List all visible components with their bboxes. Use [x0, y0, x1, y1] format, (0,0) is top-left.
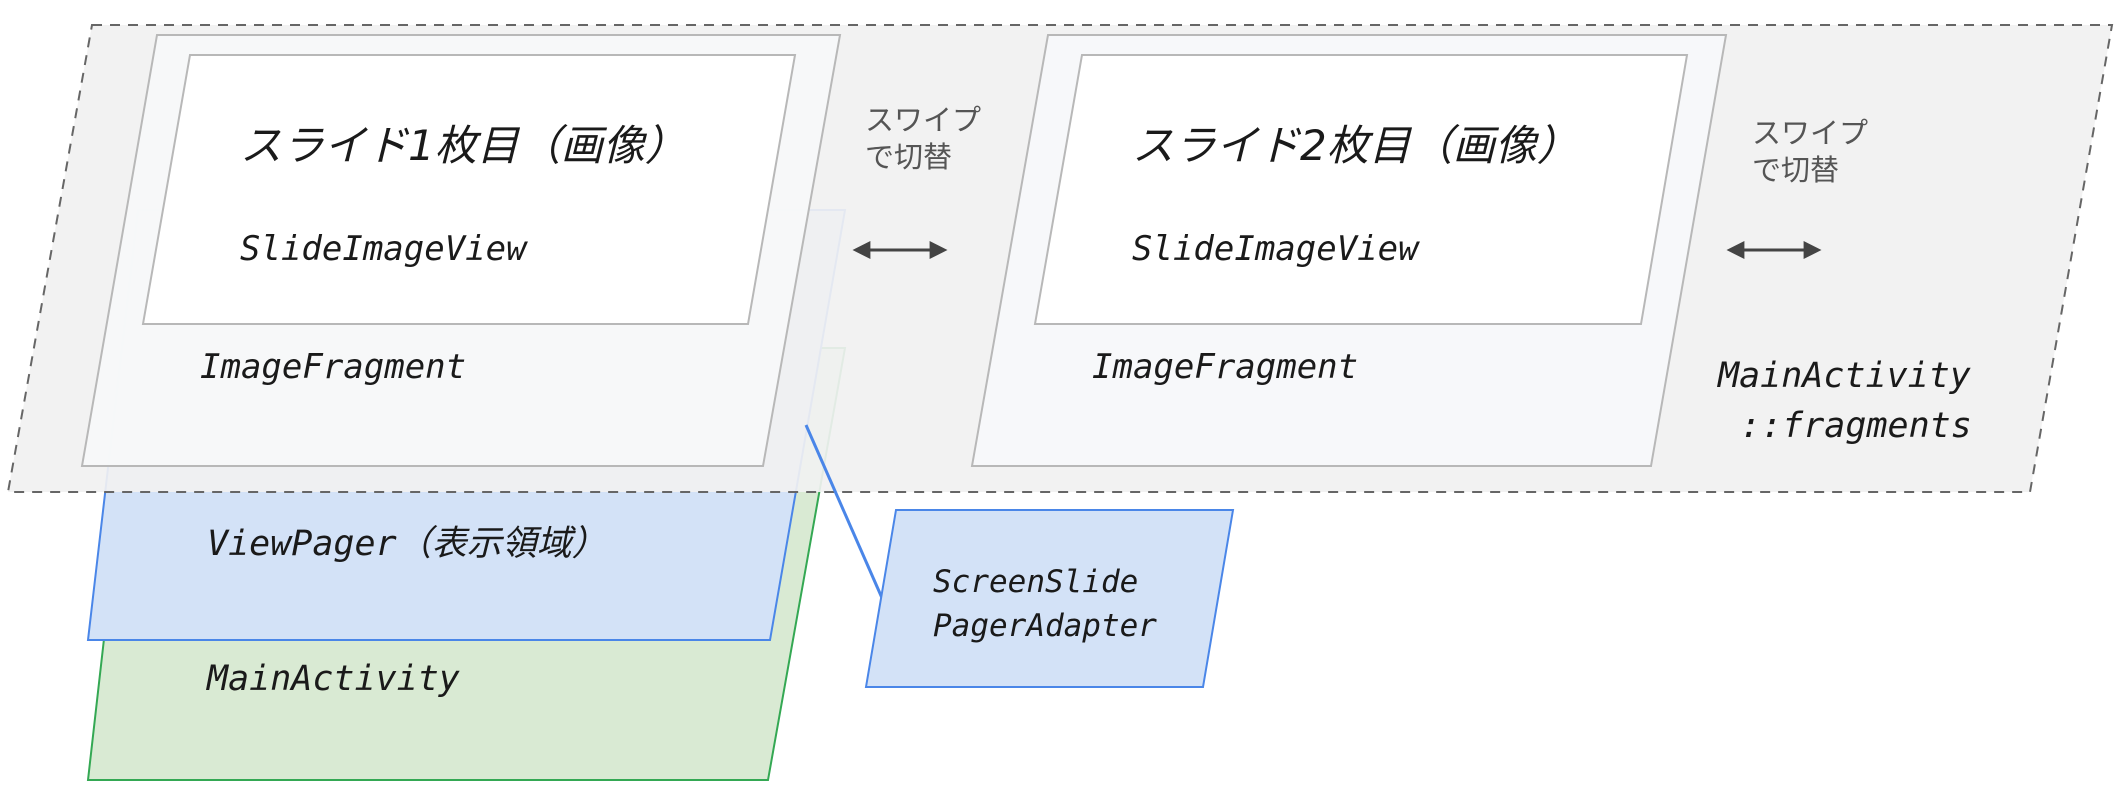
adapter-box	[864, 509, 1235, 688]
swipe-note-2-line2: で切替	[1752, 153, 1839, 187]
slide-1-image-view	[141, 54, 797, 325]
image-fragment-2-label: ImageFragment	[1092, 347, 1358, 387]
slide-2-view-label: SlideImageView	[1132, 229, 1420, 269]
fragments-container-label-line1: MainActivity	[1716, 356, 1971, 396]
swipe-note-1-line1: スワイプ	[865, 103, 981, 137]
image-fragment-1: スライド1枚目（画像） SlideImageView ImageFragment	[80, 34, 842, 467]
main-activity-label: MainActivity	[205, 659, 460, 699]
adapter-label-line1: ScreenSlide	[933, 564, 1138, 600]
image-fragment-1-label: ImageFragment	[200, 347, 466, 387]
adapter-connector-line	[804, 424, 884, 599]
image-fragment-2: スライド2枚目（画像） SlideImageView ImageFragment	[970, 34, 1728, 467]
slide-2-title: スライド2枚目（画像）	[1132, 121, 1579, 170]
screen-slide-pager-adapter: ScreenSlide PagerAdapter	[864, 509, 1235, 688]
swipe-note-2: スワイプ で切替	[1726, 116, 1868, 259]
slide-1-title: スライド1枚目（画像）	[240, 121, 687, 170]
view-pager-label: ViewPager（表示領域）	[207, 524, 607, 564]
fragments-container-label-line2: ::fragments	[1740, 406, 1972, 446]
swipe-note-2-line1: スワイプ	[1752, 116, 1868, 150]
slide-2-image-view	[1033, 54, 1689, 325]
slide-1-view-label: SlideImageView	[240, 229, 528, 269]
swipe-note-1: スワイプ で切替	[852, 103, 981, 259]
swipe-note-1-line2: で切替	[865, 140, 952, 174]
adapter-label-line2: PagerAdapter	[933, 608, 1157, 644]
